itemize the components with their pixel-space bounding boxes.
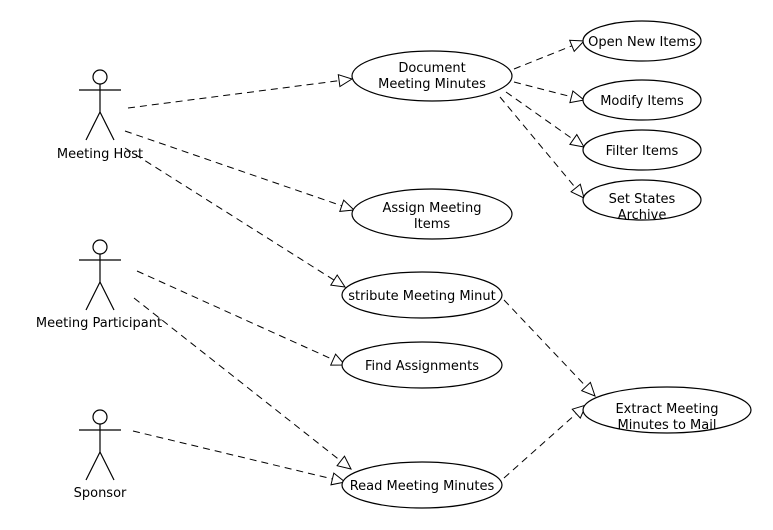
association-line (127, 78, 353, 109)
usecase-label-line-1: Assign Meeting (382, 201, 481, 216)
association-document-to-open (513, 39, 586, 70)
association-line (124, 130, 355, 211)
usecase-ellipse (341, 271, 503, 319)
usecase-extract-meeting-minutes-to-mail: Extract Meeting Minutes to Mail (582, 386, 752, 434)
actor-head-icon (92, 69, 108, 85)
usecase-label-line-1: Extract Meeting (615, 402, 718, 417)
arrowhead-icon (330, 472, 347, 486)
actor-leg-right (99, 281, 115, 311)
usecase-label: Read Meeting Minutes (350, 479, 495, 494)
usecase-ellipse (582, 386, 752, 434)
actor-meeting-participant: Meeting Participant (36, 239, 162, 331)
usecase-ellipse (582, 129, 702, 171)
arrowhead-icon (580, 381, 596, 397)
usecase-label: Find Assignments (365, 359, 479, 374)
usecase-ellipse (351, 188, 513, 240)
association-line (505, 91, 585, 148)
arrowhead-icon (568, 39, 586, 53)
usecase-ellipse (341, 461, 503, 509)
actor-label: Sponsor (74, 486, 127, 501)
usecase-label: stribute Meeting Minut (348, 289, 496, 304)
usecase-ellipse (582, 20, 702, 62)
actor-leg-right (99, 111, 115, 141)
usecase-open-new-items: Open New Items (582, 20, 702, 62)
association-line (499, 96, 585, 199)
usecase-read-meeting-minutes: Read Meeting Minutes (341, 461, 503, 509)
association-host-to-document (127, 73, 354, 109)
arrowhead-icon (569, 133, 585, 148)
arrowhead-icon (570, 183, 585, 199)
usecase-label: Open New Items (588, 35, 696, 50)
actor-sponsor: Sponsor (74, 409, 127, 501)
actor-label: Meeting Participant (36, 316, 162, 331)
association-line (133, 297, 352, 470)
usecase-label-line-2: Items (414, 217, 451, 232)
usecase-label: Filter Items (606, 144, 679, 159)
association-host-to-assign (124, 130, 356, 212)
arrowhead-icon (336, 455, 352, 470)
usecase-ellipse (582, 179, 702, 221)
association-line (136, 270, 346, 366)
actor-meeting-host: Meeting Host (57, 69, 143, 162)
association-line (124, 147, 346, 288)
usecase-label-line-2: Archive (618, 208, 667, 223)
arrowhead-icon (339, 199, 356, 212)
association-document-to-archive (499, 96, 585, 199)
association-distribute-to-extract (503, 299, 596, 397)
arrowhead-icon (329, 353, 347, 366)
usecase-find-assignments: Find Assignments (341, 341, 503, 389)
association-sponsor-to-read (132, 430, 347, 486)
association-read-to-extract (503, 404, 587, 479)
usecase-ellipse (582, 79, 702, 121)
usecase-set-states-archive: Set States Archive (582, 179, 702, 223)
usecase-filter-items: Filter Items (582, 129, 702, 171)
usecase-ellipse (341, 341, 503, 389)
usecase-modify-items: Modify Items (582, 79, 702, 121)
usecase-document-meeting-minutes: Document Meeting Minutes (351, 50, 513, 102)
association-document-to-modify (513, 81, 586, 104)
actor-leg-right (99, 451, 115, 481)
association-line (132, 430, 346, 483)
usecase-distribute-meeting-minutes: stribute Meeting Minut (341, 271, 503, 319)
usecase-label-line-1: Document (398, 61, 465, 76)
usecase-assign-meeting-items: Assign Meeting Items (351, 188, 513, 240)
association-host-to-distribute (124, 147, 347, 288)
actor-leg-left (85, 111, 101, 141)
association-document-to-filter (505, 91, 585, 148)
usecase-label-line-2: Meeting Minutes (378, 77, 486, 92)
actor-leg-left (85, 451, 101, 481)
associations (124, 39, 596, 486)
arrowhead-icon (337, 73, 354, 88)
usecase-label: Modify Items (600, 94, 684, 109)
usecase-label-line-2: Minutes to Mail (618, 418, 717, 433)
association-participant-to-find (136, 270, 347, 366)
usecase-ellipse (351, 50, 513, 102)
actor-head-icon (92, 239, 108, 255)
association-participant-to-read (133, 297, 352, 470)
actor-label: Meeting Host (57, 147, 143, 162)
arrowhead-icon (569, 90, 586, 104)
arrowhead-icon (329, 274, 347, 288)
actor-leg-left (85, 281, 101, 311)
association-line (503, 299, 596, 397)
actor-head-icon (92, 409, 108, 425)
association-line (503, 404, 587, 479)
usecase-label-line-1: Set States (609, 192, 676, 207)
